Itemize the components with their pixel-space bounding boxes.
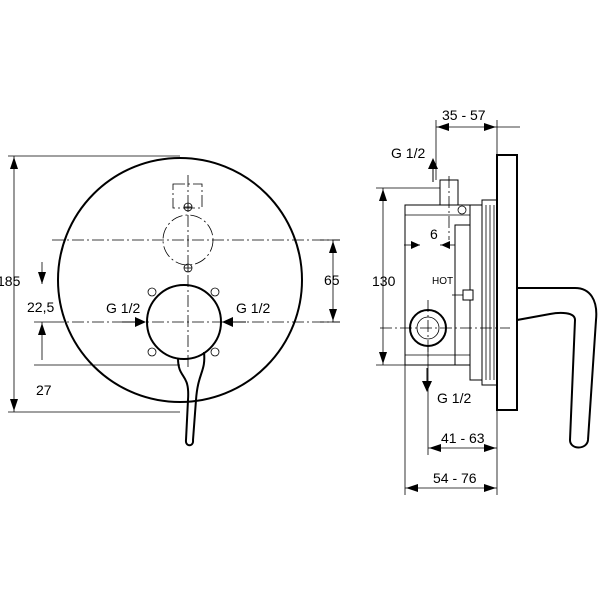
dim-130 [376, 187, 440, 366]
outlet-top-label: G 1/2 [391, 145, 425, 161]
dim-54-76-label: 54 - 76 [433, 470, 477, 486]
dim-65 [320, 239, 340, 323]
dim-35-57 [435, 120, 520, 180]
dim-22-5-label: 22,5 [27, 299, 54, 315]
dim-6-label: 6 [430, 226, 438, 242]
dim-35-57-label: 35 - 57 [442, 107, 486, 123]
inlet-left-label: G 1/2 [106, 300, 140, 316]
outlet-bottom-label: G 1/2 [437, 390, 471, 406]
side-view: G 1/2 G 1/2 35 - 57 130 [372, 107, 598, 495]
front-view: G 1/2 G 1/2 185 65 22,5 [0, 155, 340, 447]
dim-185-label: 185 [0, 273, 21, 289]
dim-41-63 [427, 346, 498, 455]
hot-label: HOT [432, 276, 453, 287]
inlet-arrow-right [222, 317, 246, 327]
dim-65-label: 65 [324, 272, 340, 288]
side-valve-body [404, 179, 483, 381]
dim-41-63-label: 41 - 63 [441, 430, 485, 446]
dim-27-label: 27 [36, 382, 52, 398]
dim-6 [404, 241, 455, 249]
side-thread [481, 199, 498, 386]
inlet-right-label: G 1/2 [236, 300, 270, 316]
dim-22-5 [34, 262, 52, 360]
side-wall-plate [496, 154, 518, 411]
escutcheon-plate [57, 157, 303, 403]
inlet-arrow-left [122, 317, 146, 327]
side-lever [516, 287, 598, 449]
outlet-arrow-top [428, 158, 438, 182]
dim-54-76 [404, 365, 498, 495]
dim-130-label: 130 [372, 273, 396, 289]
lever-handle [177, 351, 206, 447]
dim-185 [8, 155, 180, 413]
outlet-arrow-bottom [422, 368, 432, 392]
